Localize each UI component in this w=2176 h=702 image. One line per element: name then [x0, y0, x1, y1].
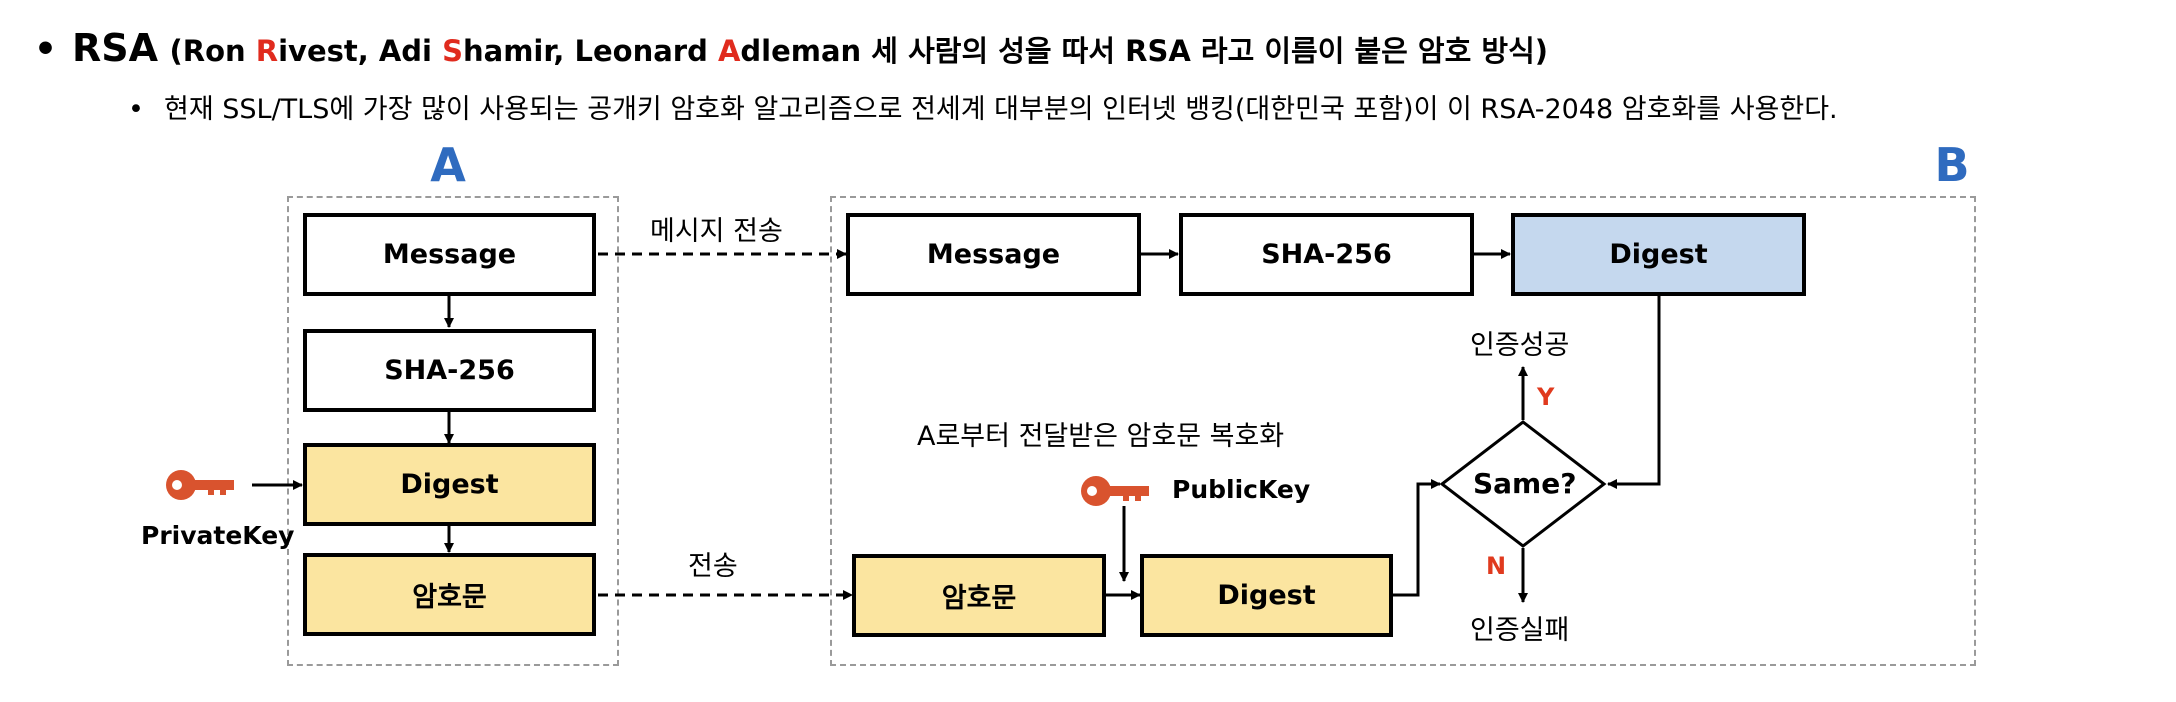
title-line: •RSA (Ron Rivest, Adi Shamir, Leonard Ad…	[34, 20, 1548, 79]
success-label: 인증성공	[1470, 330, 1570, 361]
paren-text: (Ron	[169, 34, 256, 68]
key-icon	[166, 470, 234, 500]
paren-text: hamir, Leonard	[462, 34, 718, 68]
b-digest-top-box: Digest	[1511, 213, 1806, 296]
a-sha256-box: SHA-256	[303, 329, 596, 412]
a-message-box: Message	[303, 213, 596, 296]
arrow-topdigest-to-decision	[1607, 296, 1661, 489]
title-rsa: RSA	[72, 26, 159, 70]
highlight-a: A	[717, 34, 741, 68]
group-b-container	[830, 196, 1976, 666]
paren-text: ivest, Adi	[278, 34, 443, 68]
publickey-label: PublicKey	[1172, 475, 1311, 504]
a-ciphertext-box: 암호문	[303, 553, 596, 636]
title-parenthetical: (Ron Rivest, Adi Shamir, Leonard Adleman…	[170, 34, 1549, 68]
highlight-r: R	[255, 34, 279, 68]
privatekey-label: PrivateKey	[141, 521, 295, 550]
send-label: 전송	[688, 551, 738, 582]
fail-label: 인증실패	[1470, 615, 1570, 646]
b-ciphertext-box: 암호문	[852, 554, 1106, 637]
description-text: 현재 SSL/TLS에 가장 많이 사용되는 공개키 암호화 알고리즘으로 전세…	[164, 94, 1838, 125]
decision-label: Same?	[1473, 467, 1577, 500]
a-digest-box: Digest	[303, 443, 596, 526]
bullet-dot: •	[128, 94, 144, 125]
b-message-box: Message	[846, 213, 1141, 296]
b-digest-bottom-box: Digest	[1140, 554, 1393, 637]
decision-diamond	[1439, 420, 1607, 548]
paren-text: dleman 세 사람의 성을 따서 RSA 라고 이름이 붙은 암호 방식)	[740, 34, 1549, 68]
description-line: • 현재 SSL/TLS에 가장 많이 사용되는 공개키 암호화 알고리즘으로 전…	[128, 88, 1838, 132]
group-a-label: A	[430, 138, 466, 192]
key-icon	[1081, 476, 1149, 506]
group-a-container	[287, 196, 619, 666]
decrypt-caption: A로부터 전달받은 암호문 복호화	[917, 421, 1285, 452]
b-sha256-box: SHA-256	[1179, 213, 1474, 296]
no-label: N	[1486, 552, 1507, 580]
message-send-label: 메시지 전송	[650, 216, 783, 247]
highlight-s: S	[442, 34, 463, 68]
yes-label: Y	[1537, 383, 1555, 411]
bullet-dot: •	[34, 29, 58, 70]
arrow-digest-to-decision	[1393, 479, 1441, 597]
group-b-label: B	[1934, 138, 1970, 192]
